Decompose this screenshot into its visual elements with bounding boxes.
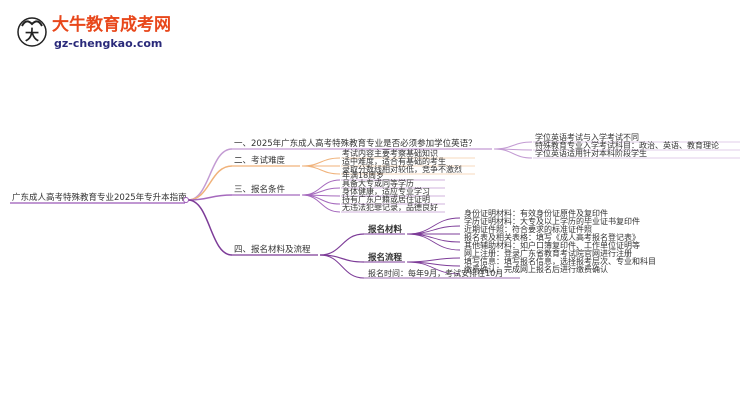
branch-4-sub-1-item-5: 其他辅助材料：如户口簿复印件、工作单位证明等 <box>464 240 640 250</box>
branch-4-sub-1-label: 报名材料 <box>368 224 403 235</box>
branch-3-item-2: 具备大专或同等学历 <box>342 178 414 188</box>
link-branch-4-sub-2-item-3 <box>406 261 461 275</box>
logo-ox-icon <box>17 17 47 47</box>
branch-4-sub-1-item-1: 身份证明材料：有效身份证原件及复印件 <box>464 208 608 218</box>
link-branch-4-sub-1-item-5 <box>406 233 461 251</box>
link-branch-4-extra <box>319 254 365 279</box>
root-node: 广东成人高考特殊教育专业2025年专升本指南 <box>10 192 189 204</box>
link-branch-1-item-1 <box>493 141 533 150</box>
branch-4-extra: 报名时间：每年9月，考试安排在10月 <box>368 268 503 278</box>
logo-glyph: 大 <box>25 27 39 44</box>
branch-4-sub-1-item-2: 学历证明材料：大专及以上学历的毕业证书复印件 <box>464 216 640 226</box>
brand-name: 大牛教育成考网 <box>52 14 171 35</box>
link-branch-4-sub-2-item-1 <box>406 257 461 263</box>
branch-4-sub-2-item-3: 缴费确认：完成网上报名后进行缴费确认 <box>464 264 608 274</box>
link-branch-4-sub-1-item-2 <box>406 225 461 235</box>
branch-3: 三、报名条件 年满18周岁 具备大专或同等学历 身体健康，适应专业学习 持有广东… <box>234 170 438 212</box>
link-branch-3-item-2 <box>301 187 341 196</box>
branch-1-item-2: 特殊教育专业入学考试科目：政治、英语、教育理论 <box>535 140 719 150</box>
link-branch-4-sub-1-item-4 <box>406 233 461 243</box>
branch-3-item-5: 无违法犯罪记录，品德良好 <box>342 202 438 212</box>
link-root-branch-4 <box>187 199 233 256</box>
root-label: 广东成人高考特殊教育专业2025年专升本指南 <box>12 192 187 203</box>
branch-4-sub-2-label: 报名流程 <box>368 252 403 263</box>
branch-2-label: 二、考试难度 <box>234 155 286 166</box>
link-root-branch-1 <box>187 148 233 201</box>
brand-url: gz-chengkao.com <box>54 37 162 50</box>
branch-4-sub-1-item-3: 近期证件照：符合要求的标准证件照 <box>464 224 592 234</box>
link-branch-2-item-3 <box>301 165 341 175</box>
branch-1-label: 一、2025年广东成人高考特殊教育专业是否必须参加学位英语？ <box>234 138 477 149</box>
branch-4-sub-2-item-2: 填写信息：填写报名信息，选择报考层次、专业和科目 <box>464 256 656 266</box>
logo-horns <box>21 20 43 27</box>
branch-2-item-3: 录取分数线相对较低，竞争不激烈 <box>342 164 462 174</box>
branch-4-label: 四、报名材料及流程 <box>234 244 311 255</box>
branch-3-item-3: 身体健康，适应专业学习 <box>342 186 430 196</box>
branch-1-item-3: 学位英语适用针对本科阶段学生 <box>535 148 647 158</box>
branch-3-item-4: 持有广东户籍或居住证明 <box>342 194 430 204</box>
branch-4: 四、报名材料及流程 报名材料 身份证明材料：有效身份证原件及复印件 学历证明材料… <box>234 208 656 278</box>
link-branch-1-item-3 <box>493 148 533 159</box>
branch-2-item-1: 考试内容主要考察基础知识 <box>342 148 438 158</box>
branch-3-item-1: 年满18周岁 <box>342 170 384 180</box>
branch-2: 二、考试难度 考试内容主要考察基础知识 适中难度，适合有基础的考生 录取分数线相… <box>234 148 462 174</box>
branch-1: 一、2025年广东成人高考特殊教育专业是否必须参加学位英语？ 学位英语考试与入学… <box>234 132 719 158</box>
branch-2-item-2: 适中难度，适合有基础的考生 <box>342 156 446 166</box>
mindmap-links <box>187 141 740 279</box>
brand-logo: 大 大牛教育成考网 gz-chengkao.com <box>17 14 171 50</box>
link-branch-3-item-1 <box>301 179 341 196</box>
branch-1-item-1: 学位英语考试与入学考试不同 <box>535 132 639 142</box>
branch-4-sub-1-item-4: 报名表及相关表格：填写《成人高考报名登记表》 <box>464 232 640 242</box>
link-branch-2-item-1 <box>301 157 341 167</box>
root-dot <box>183 197 189 203</box>
link-root-branch-2 <box>187 165 233 201</box>
link-root-branch-3 <box>187 194 233 201</box>
branch-3-label: 三、报名条件 <box>234 184 286 195</box>
branch-4-sub-2-item-1: 网上注册：登录广东省教育考试院官网进行注册 <box>464 248 632 258</box>
link-branch-4-sub-1 <box>319 233 365 256</box>
link-branch-3-item-5 <box>301 194 341 213</box>
